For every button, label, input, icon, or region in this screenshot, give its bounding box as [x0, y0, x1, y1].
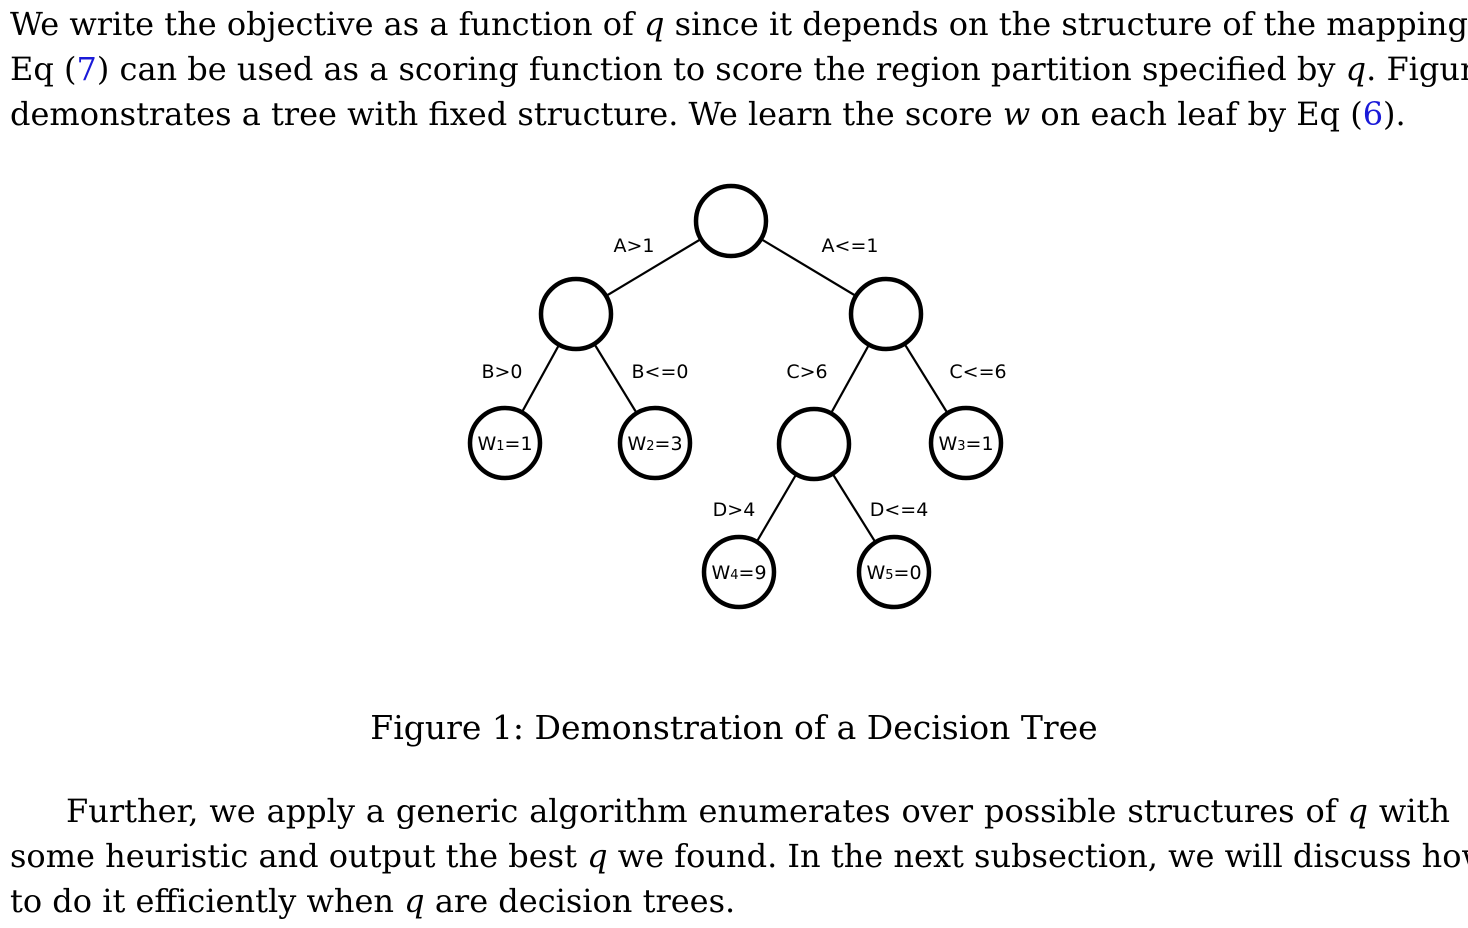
leaf-node [701, 534, 777, 610]
paragraph-line: We write the objective as a function of … [10, 2, 1468, 47]
equation-link[interactable]: 7 [76, 50, 97, 88]
text: Eq ( [10, 50, 77, 88]
paragraph-top: We write the objective as a function of … [10, 2, 1468, 137]
paragraph-line: demonstrates a tree with fixed structure… [10, 92, 1450, 137]
edge-label: C>6 [786, 361, 827, 383]
leaf-label: W5=0 [866, 562, 921, 584]
leaf-node [617, 405, 693, 481]
math-q: q [644, 5, 665, 43]
text: ). [1383, 95, 1406, 133]
decision-tree-diagram: A>1 A<=1 B>0 B<=0 C>6 C<=6 D>4 D<=4 W1=1… [467, 183, 1007, 610]
split-node [776, 406, 852, 482]
math-q: q [404, 882, 425, 920]
paragraph-bottom: Further, we apply a generic algorithm en… [10, 789, 1468, 924]
text: demonstrates a tree with fixed structure… [10, 95, 1003, 133]
leaf-node [467, 405, 543, 481]
text: are decision trees. [424, 882, 736, 920]
paragraph-line: Eq (7) can be used as a scoring function… [10, 47, 1468, 92]
edge-label: D>4 [713, 499, 756, 521]
math-q: q [587, 837, 608, 875]
math-w: w [1002, 95, 1031, 133]
decision-tree-figure: A>1 A<=1 B>0 B<=0 C>6 C<=6 D>4 D<=4 W1=1… [0, 170, 1468, 630]
math-q: q [1347, 792, 1368, 830]
paragraph-line: Further, we apply a generic algorithm en… [10, 789, 1450, 834]
leaf-node [928, 405, 1004, 481]
edge-label: C<=6 [949, 361, 1006, 383]
text: with [1368, 792, 1451, 830]
text: to do it efficiently when [10, 882, 405, 920]
text: ) can be used as a scoring function to s… [96, 50, 1346, 88]
edge-label: D<=4 [870, 499, 929, 521]
split-node [538, 276, 614, 352]
text: We write the objective as a function of [10, 5, 644, 43]
leaf-label: W4=9 [711, 562, 766, 584]
leaf-label: W3=1 [938, 433, 993, 455]
edge-label: B>0 [481, 361, 522, 383]
text: on each leaf by Eq ( [1030, 95, 1363, 133]
split-node [848, 276, 924, 352]
root-node [693, 183, 769, 259]
text: since it depends on the structure of the… [664, 5, 1468, 43]
text: Further, we apply a generic algorithm en… [66, 792, 1348, 830]
edge-label: B<=0 [632, 361, 689, 383]
edge-label: A<=1 [822, 235, 879, 257]
text: some heuristic and output the best [10, 837, 588, 875]
leaf-label: W2=3 [627, 433, 682, 455]
leaf-node [856, 534, 932, 610]
text: . Figure [1366, 50, 1468, 88]
text: we found. In the next subsection, we wil… [607, 837, 1468, 875]
math-q: q [1345, 50, 1367, 88]
figure-caption: Figure 1: Demonstration of a Decision Tr… [370, 708, 1098, 747]
paragraph-line: to do it efficiently when q are decision… [10, 879, 1450, 924]
paragraph-line: some heuristic and output the best q we … [10, 834, 1468, 879]
edge-label: A>1 [613, 235, 654, 257]
leaf-label: W1=1 [477, 433, 532, 455]
equation-link[interactable]: 6 [1362, 95, 1384, 133]
